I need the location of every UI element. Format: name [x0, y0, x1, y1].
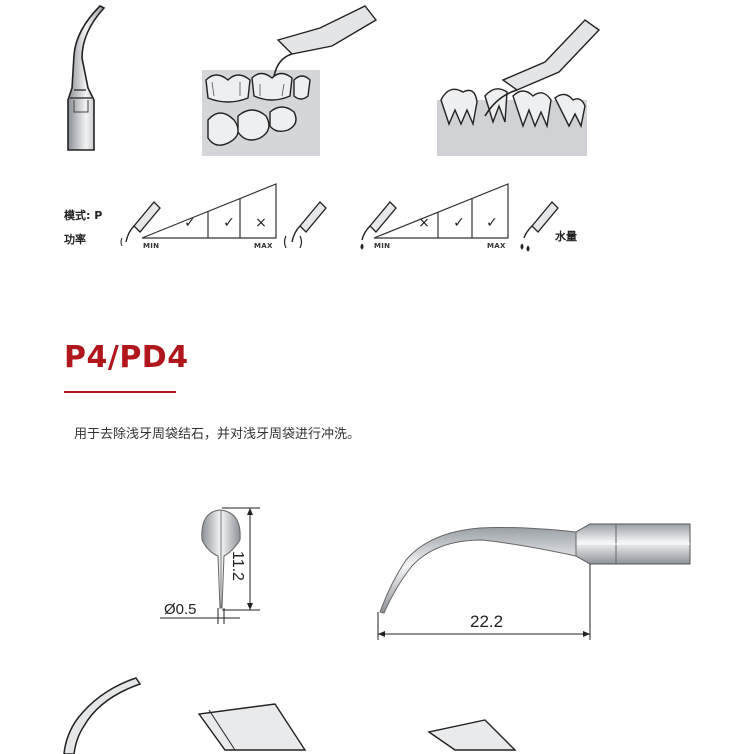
- water-mark-1: ×: [418, 215, 430, 231]
- handpiece-high-icon: [283, 201, 327, 249]
- power-mark-3: ×: [255, 215, 267, 231]
- water-max-label: MAX: [487, 242, 506, 250]
- water-mark-3: ✓: [486, 215, 498, 231]
- teeth-row-illustration: [437, 19, 601, 156]
- power-mark-2: ✓: [223, 215, 235, 231]
- power-min-label: MIN: [143, 242, 160, 250]
- handpiece-water-low-icon: [360, 201, 397, 250]
- length-vertical-label: 11.2: [229, 551, 246, 581]
- power-mark-1: ✓: [184, 215, 196, 231]
- tip-closeup-illustration: [67, 5, 106, 151]
- water-scale-triangle: [373, 183, 509, 239]
- mode-label: 模式: P: [64, 209, 103, 222]
- power-max-label: MAX: [254, 242, 273, 250]
- teeth-upper-lower-illustration: [202, 5, 378, 156]
- bottom-tip-illustration: [63, 677, 142, 754]
- length-horizontal-label: 22.2: [470, 612, 504, 631]
- product-title: P4/PD4: [64, 340, 189, 375]
- power-scale-triangle: [141, 183, 277, 239]
- handpiece-water-high-icon: [520, 201, 559, 252]
- water-min-label: MIN: [374, 242, 391, 250]
- tip-diameter-label: Ø0.5: [164, 601, 197, 618]
- water-mark-2: ✓: [453, 215, 465, 231]
- bottom-handpiece-illustration-2: [427, 719, 517, 751]
- product-description: 用于去除浅牙周袋结石，并对浅牙周袋进行冲洗。: [74, 427, 361, 442]
- power-label: 功率: [64, 233, 86, 246]
- title-underline: [64, 391, 176, 393]
- tip-side-view-drawing: [377, 523, 691, 640]
- water-label: 水量: [555, 230, 577, 243]
- handpiece-low-icon: [120, 201, 161, 247]
- tip-front-view-drawing: [160, 507, 260, 624]
- bottom-handpiece-illustration-1: [197, 703, 307, 751]
